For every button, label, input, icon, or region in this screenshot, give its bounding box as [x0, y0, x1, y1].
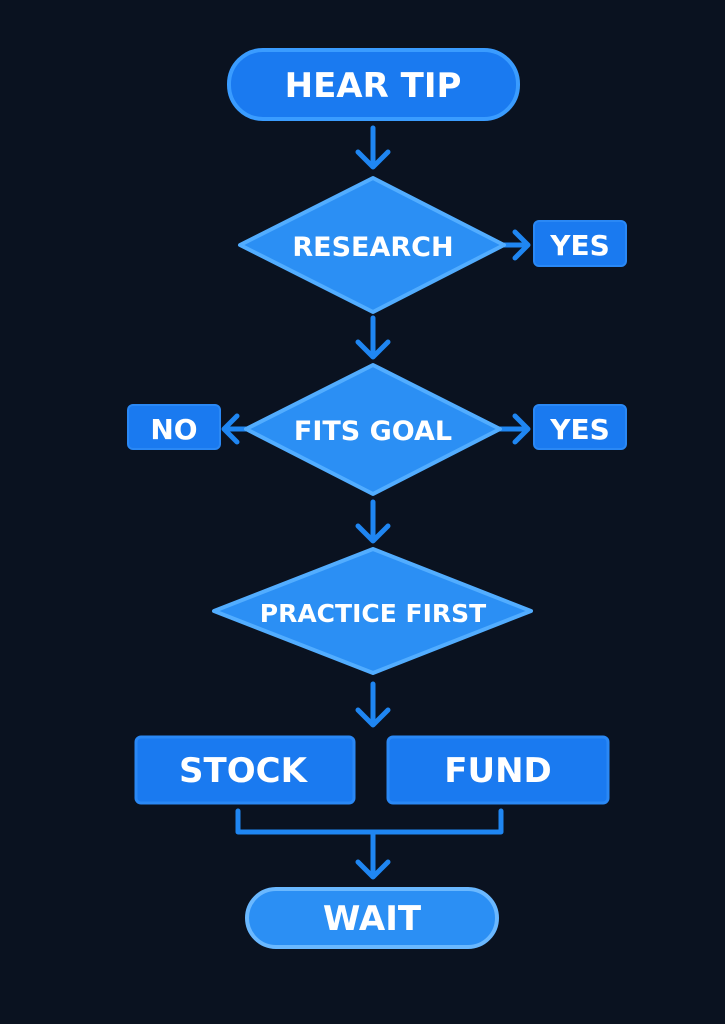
node-research-yes-label: YES — [549, 229, 610, 262]
arrowhead-fits-goal-to-no — [221, 413, 240, 445]
merge-bracket — [235, 808, 504, 835]
node-fits-goal-no-label: NO — [150, 413, 197, 446]
arrowhead-hear-tip-to-research — [355, 149, 391, 170]
node-stock: STOCK — [134, 735, 356, 805]
arrowhead-fits-goal-to-yes — [512, 413, 531, 445]
node-fits-goal: FITS GOAL — [244, 363, 502, 496]
arrowhead-research-to-yes — [512, 229, 531, 261]
arrowhead-fits-goal-to-practice-first — [355, 523, 391, 544]
node-research-label: RESEARCH — [292, 232, 453, 263]
node-wait: WAIT — [245, 887, 499, 949]
node-fund: FUND — [386, 735, 610, 805]
node-practice-first-label: PRACTICE FIRST — [260, 599, 486, 628]
node-stock-label: STOCK — [179, 751, 309, 791]
node-hear-tip: HEAR TIP — [227, 48, 520, 121]
node-hear-tip-label: HEAR TIP — [285, 66, 462, 106]
arrowhead-research-to-fits-goal — [355, 339, 391, 360]
node-fits-goal-label: FITS GOAL — [294, 416, 452, 447]
node-research: RESEARCH — [238, 176, 506, 314]
arrowhead-merge-to-wait — [355, 859, 391, 880]
node-fits-goal-yes: YES — [533, 404, 627, 450]
node-fits-goal-yes-label: YES — [549, 413, 610, 446]
node-wait-label: WAIT — [323, 899, 422, 939]
connectors — [221, 125, 531, 880]
arrowhead-practice-first-to-outcomes — [355, 707, 391, 728]
node-research-yes: YES — [533, 220, 627, 267]
node-fund-label: FUND — [444, 751, 552, 791]
node-practice-first: PRACTICE FIRST — [212, 547, 533, 675]
node-fits-goal-no: NO — [127, 404, 221, 450]
